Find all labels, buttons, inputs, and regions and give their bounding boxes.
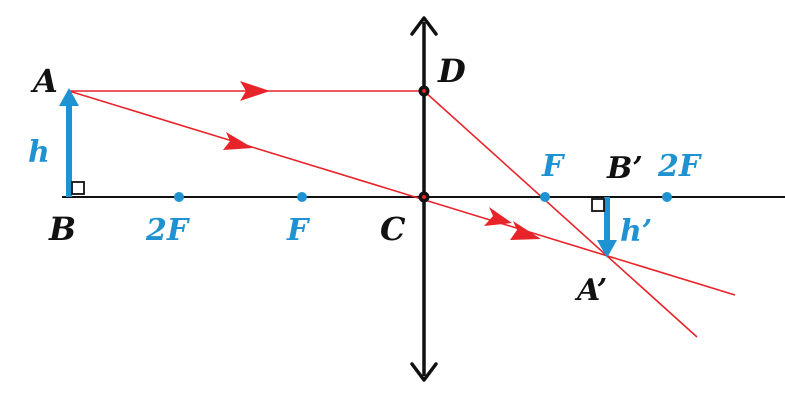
- focal-point-2f-left: [174, 192, 184, 202]
- focal-point-f-left: [297, 192, 307, 202]
- point-c-center: [422, 195, 426, 199]
- label-a: A: [30, 62, 58, 100]
- label-2f-left: 2F: [145, 213, 191, 248]
- ray-arrowhead: [484, 207, 512, 226]
- point-d-center: [422, 89, 426, 93]
- label-h: h: [28, 135, 50, 170]
- label-b: B: [48, 210, 76, 248]
- image-arrowhead: [597, 240, 617, 258]
- focal-point-2f-right: [662, 192, 672, 202]
- label-f-right: F: [541, 149, 566, 184]
- label-a-prime: A’: [574, 273, 607, 308]
- label-d: D: [437, 52, 466, 90]
- label-b-prime: B’: [606, 151, 643, 186]
- label-c: C: [380, 210, 406, 248]
- label-f-left: F: [286, 213, 311, 248]
- ray-arrowhead: [223, 132, 253, 150]
- object-arrowhead: [59, 88, 79, 106]
- right-angle-marker: [71, 181, 85, 195]
- right-angle-marker: [591, 198, 605, 212]
- ray-arrowhead: [240, 81, 270, 101]
- ray-arrowhead: [510, 221, 541, 240]
- refracted-ray: [423, 90, 698, 338]
- label-2f-right: 2F: [657, 149, 703, 184]
- focal-point-f-right: [540, 192, 550, 202]
- label-h-prime: h’: [620, 214, 652, 249]
- central-ray: [68, 90, 736, 296]
